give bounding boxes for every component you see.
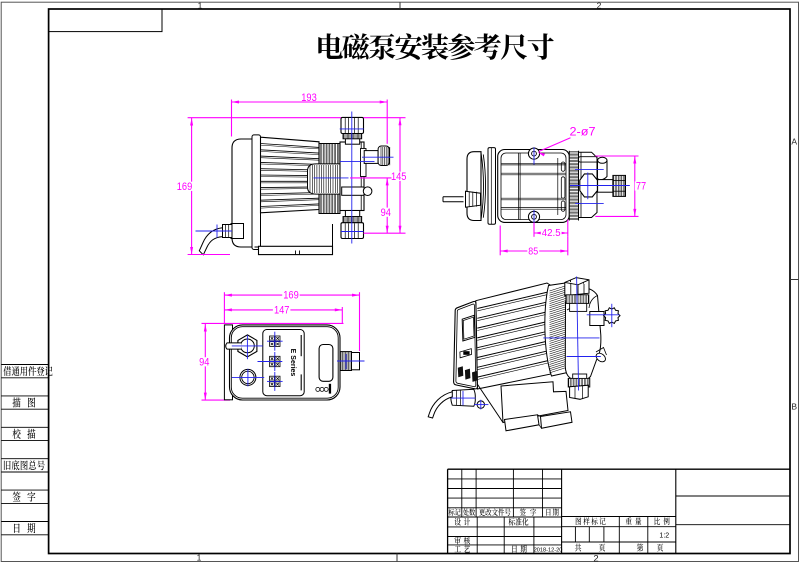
svg-text:77: 77	[636, 181, 646, 193]
svg-text:85: 85	[528, 245, 538, 257]
svg-text:147: 147	[274, 305, 290, 317]
svg-text:169: 169	[283, 290, 299, 302]
svg-text:145: 145	[391, 171, 407, 183]
svg-text:2018-12-20: 2018-12-20	[534, 547, 563, 553]
svg-text:2-ø7: 2-ø7	[570, 126, 596, 138]
svg-text:94: 94	[199, 356, 209, 368]
svg-text:1:2: 1:2	[659, 532, 669, 539]
svg-text:B: B	[791, 401, 797, 411]
svg-text:2: 2	[593, 554, 598, 565]
svg-text:193: 193	[301, 92, 317, 104]
svg-text:A: A	[791, 136, 797, 146]
svg-text:1: 1	[197, 553, 202, 563]
svg-text:94: 94	[381, 207, 391, 219]
svg-text:2: 2	[597, 1, 602, 11]
svg-text:42.5: 42.5	[542, 228, 561, 239]
svg-text:1: 1	[198, 1, 203, 11]
svg-text:E Series: E Series	[289, 349, 296, 377]
svg-text:169: 169	[177, 181, 193, 193]
